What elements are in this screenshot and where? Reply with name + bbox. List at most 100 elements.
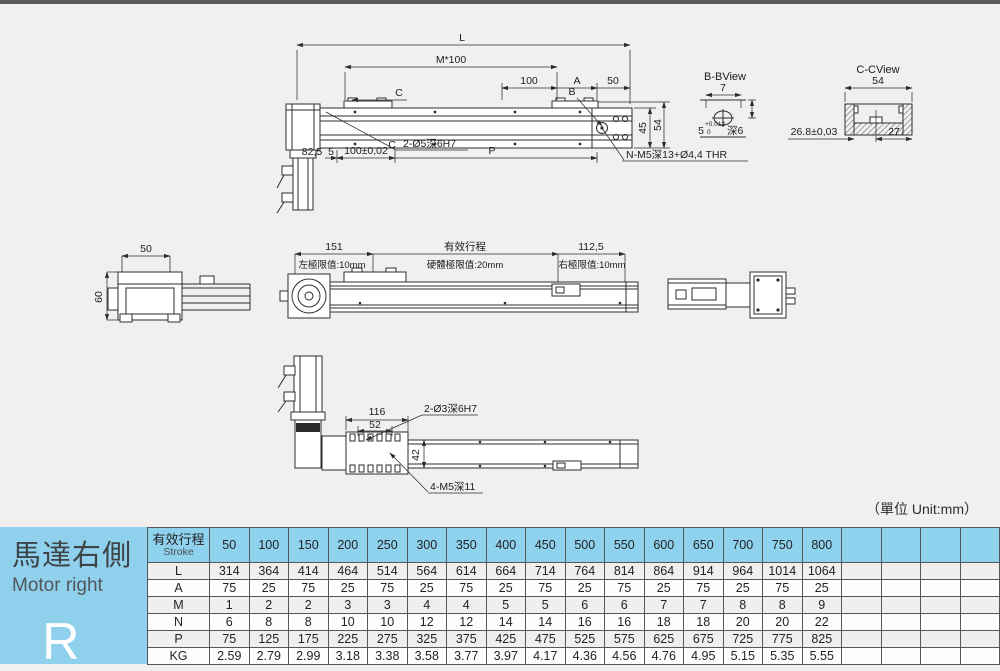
value-cell: 964 — [722, 562, 763, 580]
value-cell: 1014 — [762, 562, 803, 580]
value-cell: 75 — [762, 579, 803, 597]
value-cell: 75 — [446, 579, 487, 597]
value-cell: 864 — [643, 562, 684, 580]
note-right-limit: 右極限值:10mm — [558, 259, 625, 271]
value-cell: 14 — [485, 613, 526, 631]
stroke-value-cell: 100 — [248, 527, 289, 563]
value-cell: 75 — [683, 579, 724, 597]
value-cell: 425 — [485, 630, 526, 648]
value-cell: 6 — [604, 596, 645, 614]
stroke-value-cell: 400 — [485, 527, 526, 563]
view-plan: 116 52 2-Ø3深6H7 42 4-M5深11 — [277, 355, 639, 494]
value-cell: 25 — [564, 579, 605, 597]
value-cell: 8 — [288, 613, 329, 631]
stroke-value-cell: 300 — [406, 527, 447, 563]
value-cell: 12 — [446, 613, 487, 631]
empty-cell — [920, 630, 961, 648]
value-cell: 475 — [525, 630, 566, 648]
value-cell: 9 — [801, 596, 842, 614]
row-label-cell: P — [147, 630, 210, 648]
dim-52: 52 — [369, 419, 381, 431]
empty-cell — [841, 630, 882, 648]
value-cell: 25 — [406, 579, 447, 597]
dim-end-60: 60 — [93, 291, 105, 303]
stroke-empty-cell — [880, 527, 921, 563]
dim-100tol: 100±0,02 — [344, 145, 388, 157]
value-cell: 25 — [248, 579, 289, 597]
value-cell: 225 — [327, 630, 368, 648]
value-cell: 75 — [209, 630, 250, 648]
dim-P: P — [488, 145, 495, 157]
value-cell: 4 — [406, 596, 447, 614]
value-cell: 2 — [288, 596, 329, 614]
cc-dim-268: 26.8±0,03 — [791, 126, 838, 138]
empty-cell — [841, 562, 882, 580]
value-cell: 675 — [683, 630, 724, 648]
value-cell: 5.35 — [762, 647, 803, 665]
value-cell: 4.36 — [564, 647, 605, 665]
value-cell: 75 — [288, 579, 329, 597]
empty-cell — [920, 613, 961, 631]
value-cell: 14 — [525, 613, 566, 631]
value-cell: 364 — [248, 562, 289, 580]
value-cell: 2 — [248, 596, 289, 614]
panel-code: R — [42, 613, 80, 671]
value-cell: 75 — [209, 579, 250, 597]
dim-end-50: 50 — [140, 243, 152, 255]
view-front-elevation: 151 有效行程 112,5 左極限值:10mm 硬體極限值:20mm 右極限值… — [279, 240, 639, 319]
value-cell: 20 — [722, 613, 763, 631]
empty-cell — [880, 613, 921, 631]
value-cell: 75 — [367, 579, 408, 597]
view-side-elevation: L M*100 100 A 50 C C 2-Ø5深6H7 B N-M5深13+… — [276, 32, 748, 214]
value-cell: 8 — [722, 596, 763, 614]
value-cell: 5.15 — [722, 647, 763, 665]
value-cell: 664 — [485, 562, 526, 580]
stroke-value-cell: 800 — [801, 527, 842, 563]
value-cell: 75 — [604, 579, 645, 597]
value-cell: 714 — [525, 562, 566, 580]
bb-tol-plus: +0.012 — [705, 121, 725, 128]
stroke-value-cell: 150 — [288, 527, 329, 563]
empty-cell — [920, 596, 961, 614]
dim-50: 50 — [607, 75, 619, 87]
stroke-value-cell: 550 — [604, 527, 645, 563]
empty-cell — [959, 596, 1000, 614]
value-cell: 914 — [683, 562, 724, 580]
value-cell: 6 — [564, 596, 605, 614]
value-cell: 4.17 — [525, 647, 566, 665]
value-cell: 725 — [722, 630, 763, 648]
value-cell: 10 — [327, 613, 368, 631]
dim-stroke: 有效行程 — [444, 240, 486, 253]
value-cell: 514 — [367, 562, 408, 580]
value-cell: 16 — [564, 613, 605, 631]
stroke-empty-cell — [841, 527, 882, 563]
section-label-c2: C — [388, 139, 396, 151]
value-cell: 3.58 — [406, 647, 447, 665]
value-cell: 5 — [525, 596, 566, 614]
empty-cell — [841, 613, 882, 631]
value-cell: 575 — [604, 630, 645, 648]
stroke-header-en: Stroke — [163, 545, 194, 558]
bb-dim-5: 5 — [698, 125, 704, 137]
dim-151: 151 — [325, 241, 343, 253]
value-cell: 18 — [643, 613, 684, 631]
empty-cell — [959, 647, 1000, 665]
value-cell: 775 — [762, 630, 803, 648]
view-bb-detail: B-BView 7 5 +0.012 0 深6 — [698, 71, 756, 138]
stroke-value-cell: 750 — [762, 527, 803, 563]
stroke-header-zh: 有效行程 — [152, 531, 205, 547]
panel-title-zh: 馬達右側 — [12, 540, 133, 572]
value-cell: 125 — [248, 630, 289, 648]
value-cell: 25 — [327, 579, 368, 597]
empty-cell — [959, 630, 1000, 648]
empty-cell — [880, 647, 921, 665]
value-cell: 1064 — [801, 562, 842, 580]
dim-54: 54 — [652, 119, 664, 131]
dim-M100: M*100 — [436, 54, 467, 66]
note-plan-holes: 2-Ø3深6H7 — [424, 403, 477, 415]
row-label-cell: A — [147, 579, 210, 597]
